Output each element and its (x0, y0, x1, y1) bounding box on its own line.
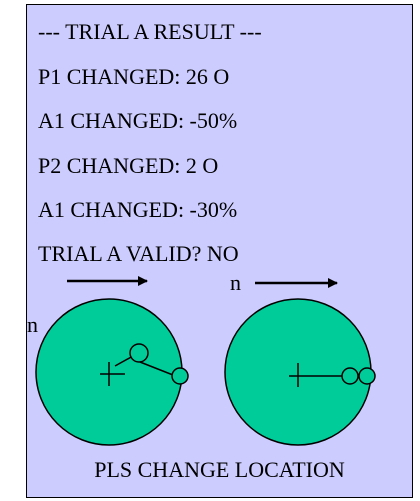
rotation-diagram: n n (27, 270, 376, 446)
left-link-rod (114, 355, 134, 367)
right-diagram: n (224, 270, 376, 446)
right-label-n: n (230, 270, 241, 295)
left-label-n: n (27, 312, 38, 337)
change-location-message: PLS CHANGE LOCATION (94, 457, 345, 482)
line-p1-changed: P1 CHANGED: 26 O (38, 64, 230, 89)
left-small-circle-top (129, 343, 149, 363)
line-trial-valid: TRIAL A VALID? NO (38, 241, 239, 266)
left-small-circle-edge (171, 367, 189, 385)
trial-result-panel: --- TRIAL A RESULT --- P1 CHANGED: 26 O … (26, 4, 413, 498)
line-a1-changed-first: A1 CHANGED: -50% (38, 108, 238, 133)
left-arm-line (139, 361, 174, 376)
left-diagram: n (27, 276, 189, 446)
line-p2-changed: P2 CHANGED: 2 O (38, 153, 219, 178)
right-small-circle-inner (341, 367, 359, 385)
heading-trial-a-result: --- TRIAL A RESULT --- (38, 19, 262, 44)
right-small-circle-edge (358, 367, 376, 385)
line-a1-changed-second: A1 CHANGED: -30% (38, 197, 238, 222)
